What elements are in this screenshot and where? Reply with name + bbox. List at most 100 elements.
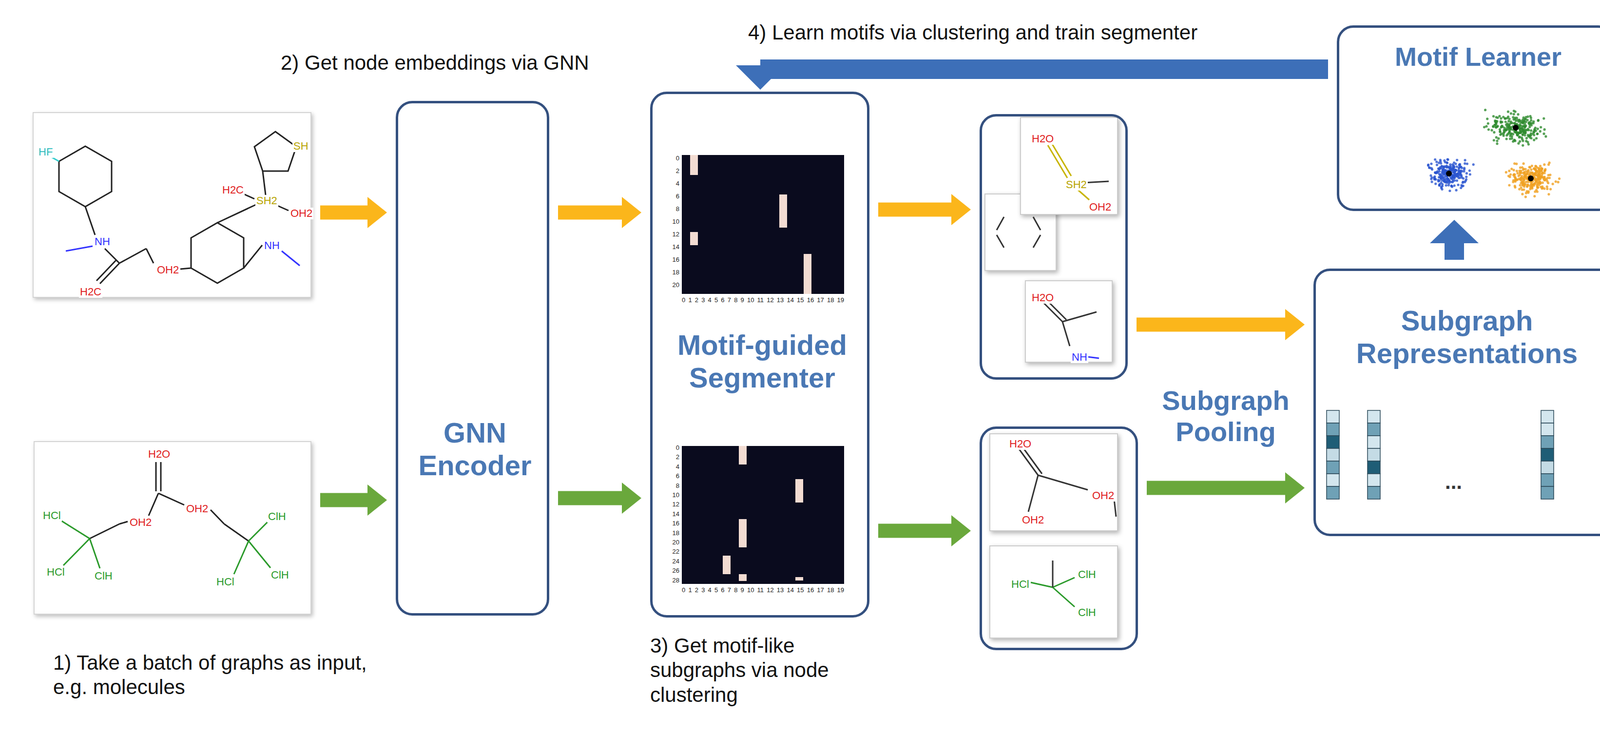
drawing-stroke [1052,577,1075,588]
drawing-stroke [1520,174,1523,178]
drawing-stroke [1529,168,1533,171]
drawing-stroke [1453,170,1457,174]
drawing-stroke [1508,125,1511,129]
drawing-stroke [1430,168,1434,171]
atom-label: H2O [1030,291,1055,304]
drawing-stroke [1465,172,1468,175]
drawing-stroke [1326,486,1340,500]
drawing-stroke [148,493,159,516]
drawing-stroke [1519,166,1522,169]
axis-ticks: 0 2 4 6 8 10 12 14 16 18 20 22 24 26 28 [667,443,680,585]
atom-label: NH [263,239,281,252]
drawing-stroke [1512,113,1516,116]
drawing-stroke [1512,109,1516,113]
drawing-stroke [1521,133,1524,136]
drawing-stroke [281,250,300,266]
arrow-head [621,482,642,514]
drawing-stroke [795,479,804,503]
drawing-stroke [1518,169,1521,173]
drawing-stroke [1504,120,1507,123]
flow-arrow [735,65,1329,90]
drawing-stroke [1520,127,1523,130]
drawing-stroke [1484,125,1488,128]
arrow-head [367,484,387,516]
atom-label: SH2 [255,194,279,207]
drawing-stroke [1525,136,1528,140]
drawing-stroke [1462,170,1466,173]
drawing-stroke [722,555,731,575]
atom-label: ClH [1077,568,1098,581]
drawing-stroke [224,523,249,541]
drawing-stroke [1519,130,1523,134]
drawing-stroke [1513,121,1516,125]
drawing-stroke [1541,435,1554,449]
atom-label: OH2 [155,264,180,276]
drawing-stroke [96,260,116,281]
drawing-stroke [1465,177,1468,181]
drawing-stroke [1052,560,1054,588]
drawing-stroke [1512,124,1519,131]
drawing-stroke [690,154,698,175]
drawing-stroke [1543,169,1546,173]
drawing-stroke [1538,167,1541,171]
drawing-stroke [1495,119,1499,123]
drawing-stroke [1440,185,1443,189]
flow-arrow [558,482,642,514]
flow-arrow [558,196,642,229]
drawing-stroke [89,523,120,539]
drawing-stroke [1498,115,1501,118]
drawing-stroke [1443,180,1446,183]
atom-label: HCl [41,509,62,522]
drawing-stroke [1541,423,1554,436]
drawing-stroke [1455,158,1459,162]
drawing-stroke [1516,132,1520,135]
drawing-stroke [1516,172,1519,175]
drawing-stroke [119,248,147,264]
drawing-stroke [1523,131,1527,135]
drawing-stroke [1513,173,1516,176]
atom-label: ClH [269,569,290,581]
atom-label: NH [93,235,112,248]
drawing-stroke [1522,171,1525,174]
step-label: 2) Get node embeddings via GNN [280,50,720,76]
drawing-stroke [1509,133,1512,136]
arrow-shaft [320,493,369,508]
drawing-stroke [989,545,1118,638]
drawing-stroke [1534,172,1537,175]
arrow-head [1429,219,1479,244]
arrow-shaft [1444,242,1465,260]
drawing-stroke [1506,133,1509,136]
drawing-stroke [1430,180,1433,183]
drawing-stroke [1515,162,1518,166]
drawing-stroke [1539,182,1542,185]
drawing-stroke [1541,461,1554,474]
drawing-stroke [996,234,1004,248]
drawing-stroke [1548,176,1551,179]
drawing-stroke [1522,171,1526,174]
drawing-stroke [1521,118,1524,121]
atom-label: ClH [1077,606,1098,619]
drawing-stroke [1539,175,1542,179]
drawing-stroke [1448,189,1451,193]
drawing-stroke [1529,186,1532,189]
drawing-stroke [1515,169,1519,173]
drawing-stroke [1459,186,1463,190]
drawing-stroke [1367,423,1381,436]
drawing-stroke [1521,137,1524,141]
drawing-stroke [1543,169,1546,173]
drawing-stroke [1455,179,1459,182]
drawing-stroke [1461,181,1465,184]
drawing-stroke [1532,138,1536,142]
drawing-stroke [1447,183,1450,187]
drawing-stroke [1525,185,1529,188]
segmenter-box: Motif-guided Segmenter [650,91,870,618]
drawing-stroke [1517,177,1521,181]
drawing-stroke [155,462,157,492]
drawing-stroke [1025,280,1113,363]
drawing-stroke [1326,448,1340,462]
drawing-stroke [1445,161,1448,164]
drawing-stroke [1433,177,1436,180]
drawing-stroke [1428,166,1431,170]
drawing-stroke [1525,190,1528,193]
